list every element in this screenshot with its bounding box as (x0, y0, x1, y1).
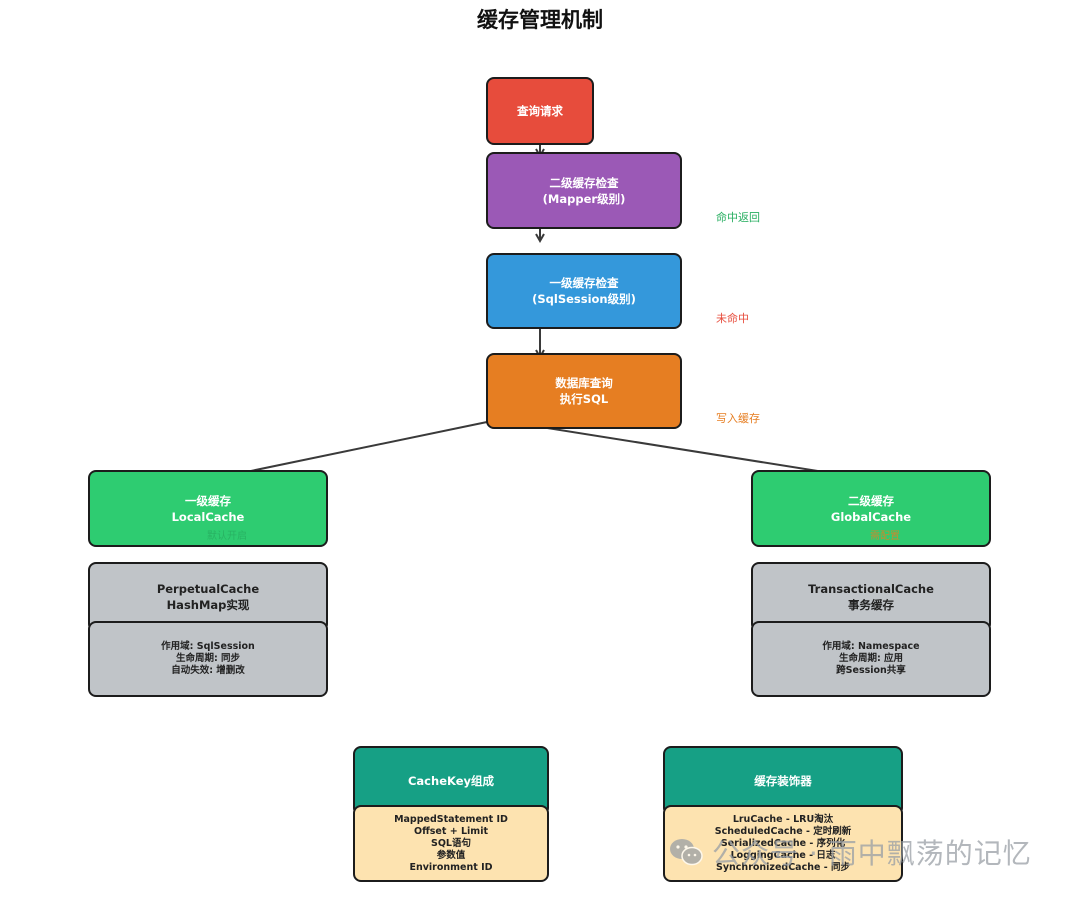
transactional-cache-node: TransactionalCache 事务缓存 (751, 562, 991, 632)
transactional-detail-scope: 作用域: Namespace (822, 641, 920, 652)
perpetual-cache-detail-node: 作用域: SqlSession 生命周期: 同步 自动失效: 增删改 (88, 621, 328, 697)
decorator-item: LruCache - LRU淘汰 (732, 813, 834, 825)
hit-return-label: 命中返回 (716, 211, 760, 224)
arrow-db-to-l2 (496, 419, 868, 479)
perpetual-detail-invalidation: 自动失效: 增删改 (171, 665, 245, 676)
diagram-title: 缓存管理机制 (477, 8, 603, 32)
cachekey-detail-node: MappedStatement ID Offset + Limit SQL语句 … (353, 805, 549, 882)
l2-global-cache-node: 二级缓存 GlobalCache (751, 470, 991, 547)
l2-cache-check-node: 二级缓存检查 (Mapper级别) (486, 152, 682, 229)
transactional-cache-sublabel: 事务缓存 (848, 598, 894, 612)
transactional-detail-lifecycle: 生命周期: 应用 (838, 653, 904, 664)
cachekey-node: CacheKey组成 (353, 746, 549, 816)
cachekey-item: Environment ID (409, 861, 493, 873)
default-enabled-note: 默认开启 (207, 531, 247, 542)
l2-cache-check-sublabel: (Mapper级别) (542, 191, 626, 206)
miss-label: 未命中 (716, 312, 749, 325)
wechat-icon (668, 837, 704, 867)
cachekey-item: SQL语句 (431, 837, 471, 849)
query-request-node: 查询请求 (486, 77, 594, 145)
transactional-cache-detail-node: 作用域: Namespace 生命周期: 应用 跨Session共享 (751, 621, 991, 697)
transactional-detail-sharing: 跨Session共享 (836, 665, 906, 676)
l1-cache-check-label: 一级缓存检查 (549, 276, 619, 290)
cache-decorators-label: 缓存装饰器 (754, 774, 812, 788)
cache-decorators-detail-node: LruCache - LRU淘汰 ScheduledCache - 定时刷新 S… (663, 805, 903, 882)
l1-cache-check-sublabel: (SqlSession级别) (532, 292, 636, 306)
needs-config-note: 需配置 (870, 531, 900, 542)
l1-local-cache-node: 一级缓存 LocalCache (88, 470, 328, 547)
cachekey-item: MappedStatement ID (394, 813, 508, 825)
l2-cache-check-label: 二级缓存检查 (549, 175, 619, 190)
decorator-item: SynchronizedCache - 同步 (716, 861, 850, 873)
cachekey-item: 参数值 (436, 849, 466, 861)
perpetual-detail-scope: 作用域: SqlSession (161, 641, 255, 652)
arrow-db-to-l1 (212, 421, 488, 479)
l2-global-cache-label: 二级缓存 (848, 493, 894, 508)
database-query-sublabel: 执行SQL (559, 392, 609, 406)
l1-cache-check-node: 一级缓存检查 (SqlSession级别) (486, 253, 682, 329)
perpetual-cache-node: PerpetualCache HashMap实现 (88, 562, 328, 632)
database-query-label: 数据库查询 (555, 376, 613, 390)
watermark: 公众号 · 雨中飘荡的记忆 (668, 832, 1032, 872)
write-cache-label: 写入缓存 (716, 412, 760, 425)
cachekey-label: CacheKey组成 (407, 774, 494, 788)
perpetual-cache-sublabel: HashMap实现 (166, 598, 250, 612)
perpetual-cache-label: PerpetualCache (156, 582, 260, 596)
query-request-label: 查询请求 (517, 104, 563, 118)
l2-global-cache-sublabel: GlobalCache (830, 509, 912, 524)
decorator-item: LoggingCache - 日志 (730, 849, 836, 861)
perpetual-detail-lifecycle: 生命周期: 同步 (175, 653, 241, 664)
watermark-text: 公众号 · 雨中飘荡的记忆 (712, 837, 1032, 870)
cachekey-item: Offset + Limit (414, 825, 488, 837)
l1-local-cache-sublabel: LocalCache (171, 509, 245, 524)
decorator-item: ScheduledCache - 定时刷新 (714, 825, 852, 837)
l1-local-cache-label: 一级缓存 (185, 493, 231, 508)
decorator-item: SerializedCache - 序列化 (720, 837, 846, 849)
transactional-cache-label: TransactionalCache (808, 582, 934, 596)
database-query-node: 数据库查询 执行SQL (486, 353, 682, 429)
